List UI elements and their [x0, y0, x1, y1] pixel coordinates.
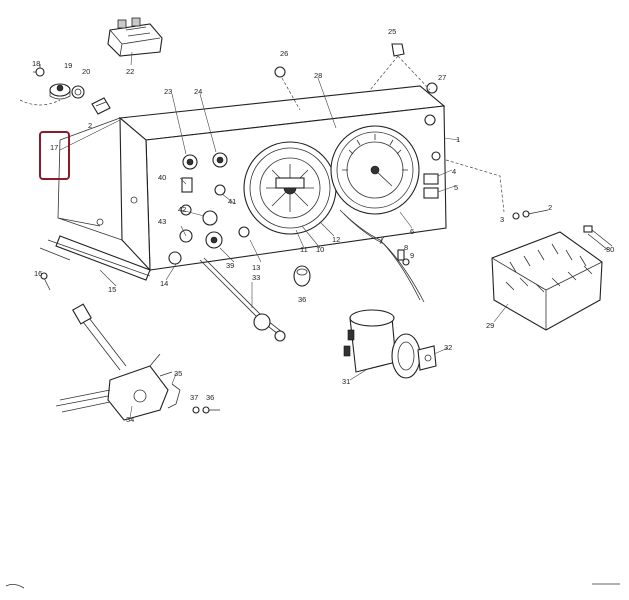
- label-29: 29: [486, 321, 494, 330]
- label-5: 5: [454, 183, 458, 192]
- label-17: 17: [50, 143, 58, 152]
- label-9: 9: [410, 251, 414, 260]
- label-19: 19: [64, 61, 72, 70]
- label-39: 39: [226, 261, 234, 270]
- label-22: 22: [126, 67, 134, 76]
- part-30-pin: [583, 225, 613, 251]
- label-11: 11: [300, 245, 308, 254]
- label-14: 14: [160, 279, 168, 288]
- label-40: 40: [158, 173, 166, 182]
- part-38-grommet: [293, 265, 311, 287]
- label-20: 20: [82, 67, 90, 76]
- label-41: 41: [228, 197, 236, 206]
- leader-lines: [59, 51, 609, 419]
- part-31-32-ignition-switch: [343, 309, 437, 379]
- part-16-bolt: [40, 272, 51, 291]
- label-27: 27: [438, 73, 446, 82]
- speedometer-gauge: [243, 141, 337, 235]
- panel-small-switches: [168, 114, 441, 265]
- label-6: 6: [410, 227, 414, 236]
- label-26: 26: [280, 49, 288, 58]
- label-2a: 2: [88, 121, 92, 130]
- label-7: 7: [380, 235, 384, 244]
- label-31: 31: [342, 377, 350, 386]
- label-36b: 36: [298, 295, 306, 304]
- part-33-choke-cable: [199, 257, 286, 342]
- label-30: 30: [606, 245, 614, 254]
- part-22-switch-block: [107, 17, 163, 57]
- label-32: 32: [444, 343, 452, 352]
- label-23: 23: [164, 87, 172, 96]
- label-1: 1: [456, 135, 460, 144]
- label-16: 16: [34, 269, 42, 278]
- label-24: 24: [194, 87, 202, 96]
- highlight-box-17: [39, 131, 70, 180]
- part-number-labels: 1 2 2 3 4 5 6 7 8 9 10 11 12 13 14 15 16…: [32, 27, 614, 424]
- label-42: 42: [178, 205, 186, 214]
- label-10: 10: [316, 245, 324, 254]
- part-34-column-switch: [55, 303, 173, 421]
- part-7-8-9-cable: [339, 209, 425, 303]
- label-43: 43: [158, 217, 166, 226]
- part-35-36-37-small-parts: [167, 383, 220, 414]
- label-28: 28: [314, 71, 322, 80]
- label-2b: 2: [548, 203, 552, 212]
- label-4: 4: [452, 167, 456, 176]
- label-8: 8: [404, 243, 408, 252]
- part-29-fuse-box: [491, 231, 603, 331]
- label-3: 3: [500, 215, 504, 224]
- label-13: 13: [252, 263, 260, 272]
- label-33: 33: [252, 273, 260, 282]
- tachometer-gauge: [330, 125, 420, 215]
- part-25-26-27-fasteners: [274, 43, 438, 111]
- scan-edge-marks: [5, 583, 620, 589]
- label-35: 35: [174, 369, 182, 378]
- label-37: 37: [190, 393, 198, 402]
- label-25: 25: [388, 27, 396, 36]
- label-36a: 36: [206, 393, 214, 402]
- label-18: 18: [32, 59, 40, 68]
- label-12: 12: [332, 235, 340, 244]
- label-34: 34: [126, 415, 134, 424]
- part-21-lens: [91, 97, 111, 115]
- label-15: 15: [108, 285, 116, 294]
- part-18-19-20-knob-group: [19, 64, 85, 106]
- part-2-3-screws: [445, 159, 549, 220]
